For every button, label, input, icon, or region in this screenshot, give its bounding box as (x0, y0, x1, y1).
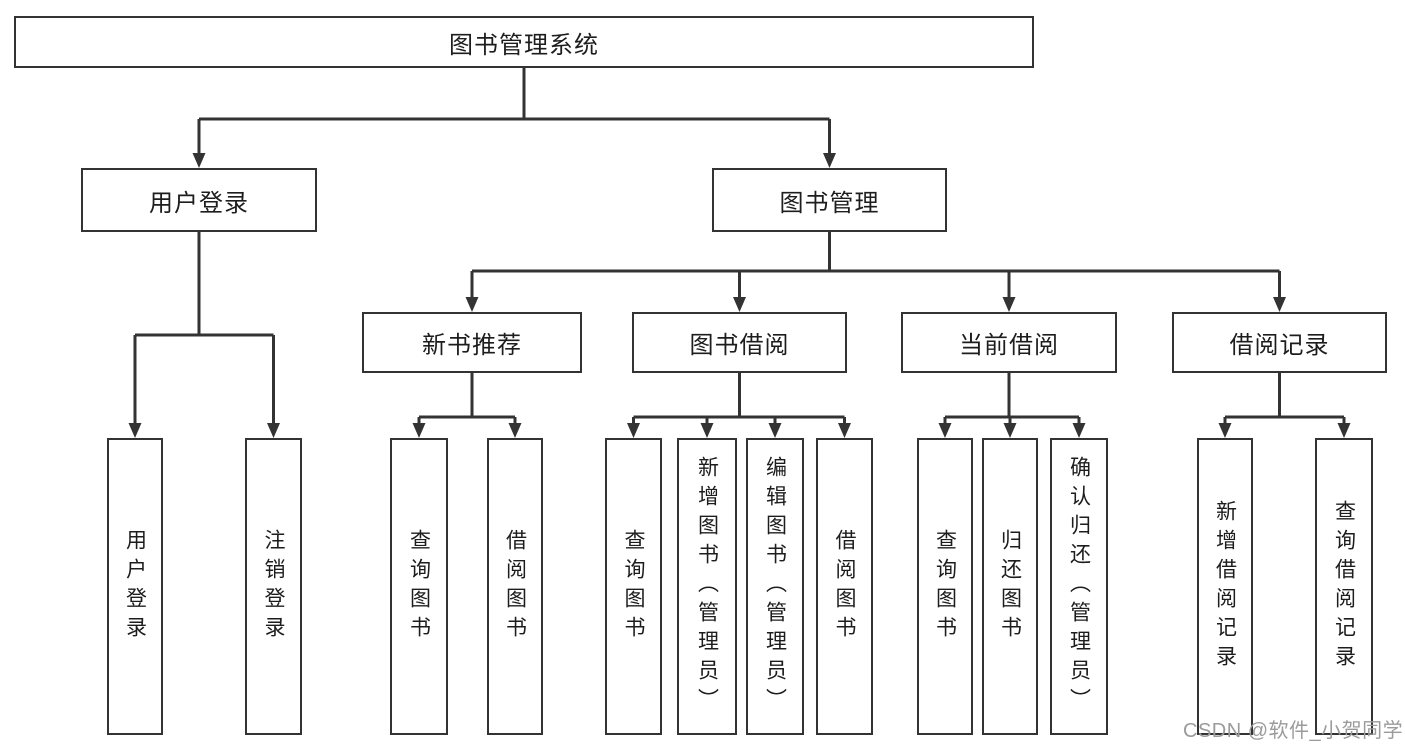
leaf-query-borrow-record: 查询借阅记录 (1315, 438, 1373, 735)
node-current-borrow: 当前借阅 (901, 312, 1117, 373)
arrow-down-icon (838, 423, 851, 438)
arrow-down-icon (128, 423, 142, 438)
arrow-down-icon (627, 423, 640, 438)
arrow-down-icon (1072, 423, 1086, 438)
node-system-root: 图书管理系统 (14, 16, 1034, 68)
watermark: CSDN @软件_小贺同学 (1183, 720, 1404, 742)
node-new-book-recommend: 新书推荐 (362, 312, 582, 373)
arrow-down-icon (1003, 423, 1017, 438)
leaf-add-borrow-record: 新增借阅记录 (1197, 438, 1253, 735)
leaf-return-books: 归还图书 (982, 438, 1038, 735)
leaf-query-books: 查询图书 (390, 438, 448, 735)
leaf-borrow-books: 借阅图书 (487, 438, 543, 735)
arrow-down-icon (1273, 297, 1286, 312)
arrow-down-icon (508, 423, 522, 438)
leaf-query-books: 查询图书 (917, 438, 973, 735)
arrow-down-icon (192, 153, 206, 168)
arrow-down-icon (938, 423, 952, 438)
arrow-down-icon (823, 153, 836, 168)
leaf-add-book-admin: 新增图书（管理员） (677, 438, 737, 735)
arrow-down-icon (465, 297, 479, 312)
node-book-borrow: 图书借阅 (632, 312, 847, 373)
arrow-down-icon (412, 423, 426, 438)
node-book-management: 图书管理 (712, 168, 947, 232)
arrow-down-icon (1218, 423, 1232, 438)
leaf-logout: 注销登录 (245, 438, 302, 735)
arrow-down-icon (733, 297, 746, 312)
arrow-down-icon (768, 423, 782, 438)
leaf-query-books: 查询图书 (605, 438, 662, 735)
arrow-down-icon (1337, 423, 1351, 438)
leaf-confirm-return-admin: 确认归还（管理员） (1050, 438, 1108, 735)
node-user-login: 用户登录 (81, 168, 317, 232)
arrow-down-icon (1002, 297, 1016, 312)
node-borrow-records: 借阅记录 (1172, 312, 1387, 373)
arrow-down-icon (267, 423, 280, 438)
arrow-down-icon (700, 423, 714, 438)
leaf-edit-book-admin: 编辑图书（管理员） (746, 438, 804, 735)
leaf-user-login: 用户登录 (107, 438, 163, 735)
leaf-borrow-books: 借阅图书 (816, 438, 873, 735)
